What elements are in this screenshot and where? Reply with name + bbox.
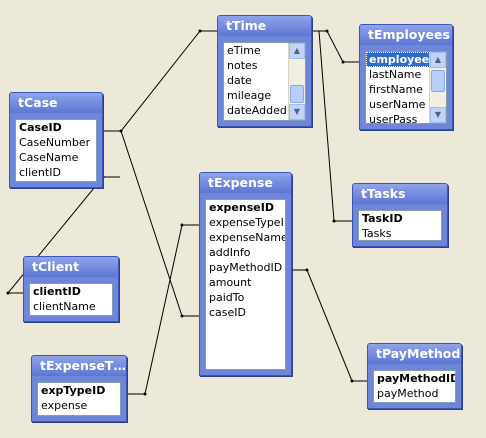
table-title[interactable]: tEmployees bbox=[360, 25, 452, 45]
field-item[interactable]: expense bbox=[41, 399, 88, 412]
join-endpoint bbox=[119, 129, 123, 133]
field-list[interactable]: eTime notes date mileage dateAdded ▲ ▼ bbox=[223, 42, 306, 121]
field-list[interactable]: clientID clientName bbox=[29, 283, 113, 316]
relationship-line-expense-type bbox=[127, 224, 199, 395]
field-item[interactable]: userPass bbox=[369, 113, 418, 124]
relationship-line-expense-paymethod bbox=[292, 269, 367, 382]
join-endpoint bbox=[6, 291, 10, 295]
field-item[interactable]: clientID bbox=[19, 166, 61, 179]
vertical-scrollbar[interactable]: ▲ ▼ bbox=[288, 43, 305, 120]
scroll-down-button[interactable]: ▼ bbox=[430, 107, 446, 123]
table-window-temployees[interactable]: tEmployees employeeID lastName firstName… bbox=[359, 24, 453, 130]
join-endpoint bbox=[180, 314, 184, 318]
field-item[interactable]: lastName bbox=[369, 68, 422, 81]
table-title[interactable]: tClient bbox=[24, 257, 118, 277]
field-item[interactable]: date bbox=[227, 74, 252, 87]
relationship-line-time-tasks bbox=[312, 30, 352, 222]
field-item[interactable]: addInfo bbox=[209, 246, 251, 259]
field-list[interactable]: expTypeID expense bbox=[37, 382, 121, 416]
table-window-tcase[interactable]: tCase CaseID CaseNumber CaseName clientI… bbox=[9, 92, 103, 188]
field-item[interactable]: firstName bbox=[369, 83, 423, 96]
field-item-primary-key[interactable]: employeeID bbox=[366, 52, 446, 67]
field-item[interactable]: expenseName bbox=[209, 231, 286, 244]
join-endpoint bbox=[350, 379, 354, 383]
field-item[interactable]: expenseTypeID bbox=[209, 216, 286, 229]
table-title[interactable]: tTime bbox=[218, 16, 311, 36]
field-list[interactable]: employeeID lastName firstName userName u… bbox=[365, 51, 447, 124]
table-title[interactable]: tPayMethod bbox=[368, 344, 461, 364]
scroll-down-button[interactable]: ▼ bbox=[289, 104, 305, 120]
scroll-thumb[interactable] bbox=[290, 85, 304, 103]
field-list[interactable]: TaskID Tasks bbox=[358, 210, 442, 241]
field-item[interactable]: mileage bbox=[227, 89, 272, 102]
table-window-tclient[interactable]: tClient clientID clientName bbox=[23, 256, 119, 322]
field-item-primary-key[interactable]: CaseID bbox=[19, 121, 62, 134]
table-window-tpaymethod[interactable]: tPayMethod payMethodID payMethod bbox=[367, 343, 462, 409]
field-item[interactable]: CaseName bbox=[19, 151, 79, 164]
relationship-line-case-time bbox=[102, 30, 217, 132]
field-list[interactable]: payMethodID payMethod bbox=[373, 370, 456, 403]
table-title[interactable]: tExpenseT… bbox=[32, 356, 126, 376]
scroll-up-button[interactable]: ▲ bbox=[289, 43, 305, 59]
field-item-primary-key[interactable]: expenseID bbox=[209, 201, 274, 214]
field-item[interactable]: caseID bbox=[209, 306, 247, 319]
join-endpoint bbox=[143, 392, 147, 396]
field-item-primary-key[interactable]: expTypeID bbox=[41, 384, 106, 397]
field-item[interactable]: amount bbox=[209, 276, 252, 289]
field-item-primary-key[interactable]: TaskID bbox=[362, 212, 403, 225]
field-list[interactable]: CaseID CaseNumber CaseName clientID bbox=[15, 119, 97, 182]
field-item[interactable]: Tasks bbox=[362, 227, 392, 240]
field-item[interactable]: CaseNumber bbox=[19, 136, 91, 149]
table-window-texpensetype[interactable]: tExpenseT… expTypeID expense bbox=[31, 355, 127, 422]
field-item[interactable]: clientName bbox=[33, 300, 96, 313]
join-endpoint bbox=[180, 223, 184, 227]
table-title[interactable]: tExpense bbox=[200, 173, 291, 193]
field-item[interactable]: eTime bbox=[227, 44, 261, 57]
join-endpoint bbox=[198, 29, 202, 33]
join-endpoint bbox=[341, 60, 345, 64]
join-endpoint bbox=[332, 219, 336, 223]
scroll-up-button[interactable]: ▲ bbox=[430, 52, 446, 68]
table-title[interactable]: tCase bbox=[10, 93, 102, 113]
join-endpoint bbox=[305, 268, 309, 272]
field-item[interactable]: payMethod bbox=[377, 387, 439, 400]
vertical-scrollbar[interactable]: ▲ ▼ bbox=[429, 52, 446, 123]
field-item-primary-key[interactable]: payMethodID bbox=[377, 372, 456, 385]
table-title[interactable]: tTasks bbox=[353, 184, 447, 204]
field-item-primary-key[interactable]: clientID bbox=[33, 285, 81, 298]
relationship-line-case-expense bbox=[102, 130, 199, 317]
table-window-ttasks[interactable]: tTasks TaskID Tasks bbox=[352, 183, 448, 247]
field-list[interactable]: expenseID expenseTypeID expenseName addI… bbox=[205, 199, 286, 370]
field-item[interactable]: paidTo bbox=[209, 291, 245, 304]
relationship-line-client-case bbox=[6, 176, 120, 294]
field-item[interactable]: userName bbox=[369, 98, 426, 111]
join-endpoint bbox=[325, 29, 329, 33]
field-item[interactable]: dateAdded bbox=[227, 104, 287, 117]
table-window-texpense[interactable]: tExpense expenseID expenseTypeID expense… bbox=[199, 172, 292, 376]
field-item[interactable]: notes bbox=[227, 59, 258, 72]
table-window-ttime[interactable]: tTime eTime notes date mileage dateAdded… bbox=[217, 15, 312, 127]
field-item[interactable]: payMethodID bbox=[209, 261, 283, 274]
scroll-thumb[interactable] bbox=[431, 70, 445, 92]
